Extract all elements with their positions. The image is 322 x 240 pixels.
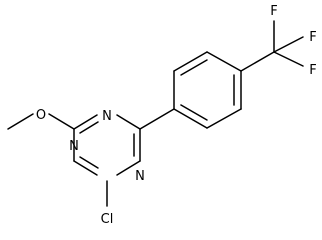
fluorine-right-upper-label: F bbox=[309, 30, 316, 45]
oxygen-label: O bbox=[36, 108, 46, 123]
fluorine-top-label: F bbox=[270, 4, 277, 19]
triazine-ring bbox=[73, 114, 141, 176]
methoxy-bonds bbox=[7, 113, 75, 130]
nitrogen-right-label: N bbox=[135, 169, 145, 184]
fluorine-right-lower-label: F bbox=[309, 63, 316, 78]
nitrogen-top-label: N bbox=[102, 109, 112, 124]
phenyl-ring bbox=[173, 51, 242, 129]
nitrogen-left-label: N bbox=[69, 139, 79, 154]
chlorine-label: Cl bbox=[101, 212, 114, 227]
trifluoromethyl-bonds bbox=[240, 20, 304, 72]
aryl-link-bond bbox=[139, 108, 175, 130]
